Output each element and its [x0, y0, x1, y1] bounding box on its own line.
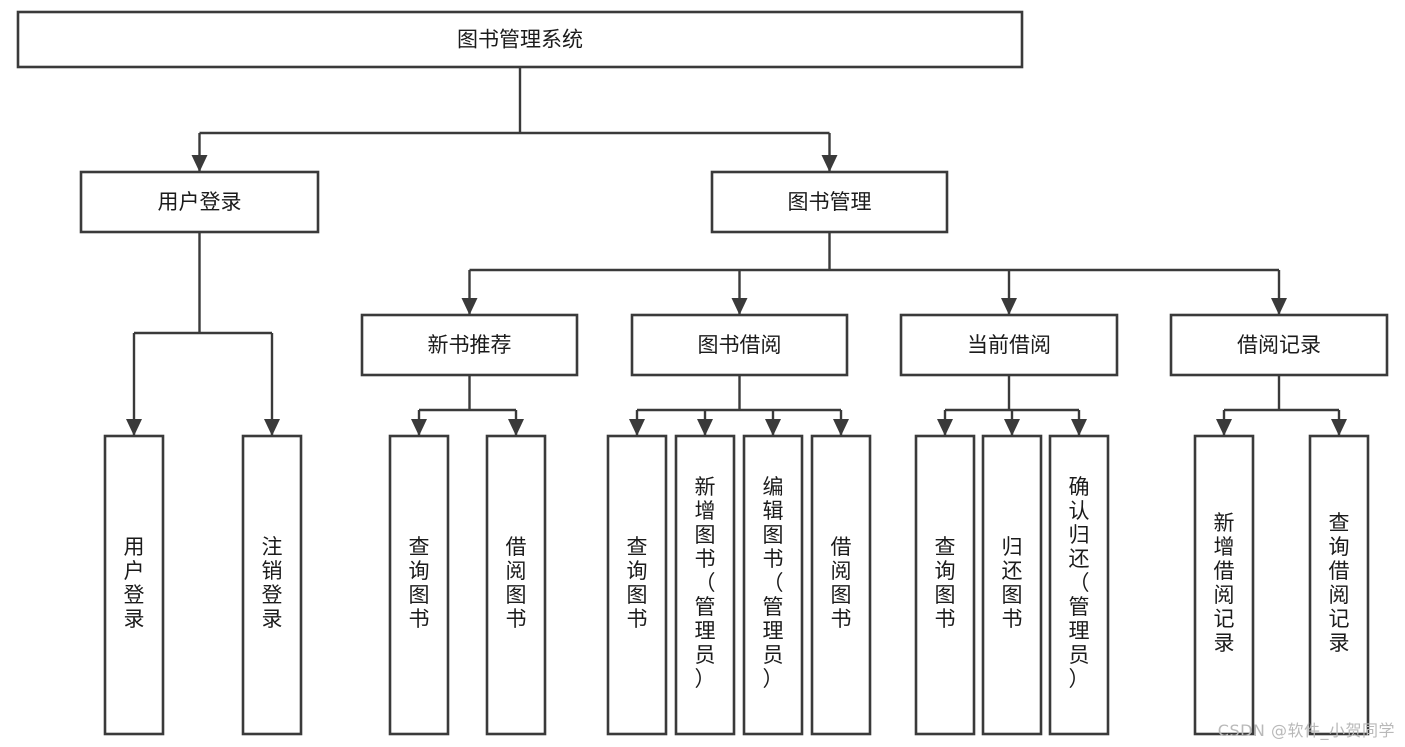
arrow-icon-leaf-query-book-1 — [411, 419, 427, 436]
node-label-leaf-add-book: 新增图书（管理员） — [695, 475, 716, 691]
node-leaf-add-book[interactable]: 新增图书（管理员） — [674, 434, 736, 736]
node-box-book-borrow — [630, 313, 849, 377]
node-label-leaf-query-record: 查询借阅记录 — [1329, 511, 1350, 655]
connectors-layer — [126, 67, 1347, 436]
node-label-leaf-edit-book: 编辑图书（管理员） — [763, 475, 784, 691]
arrow-icon-user-login — [191, 155, 208, 172]
node-label-root: 图书管理系统 — [457, 28, 583, 52]
node-box-leaf-query-record — [1308, 434, 1370, 736]
node-box-book-management — [710, 170, 949, 234]
arrow-icon-leaf-borrow-book-2 — [833, 419, 849, 436]
node-leaf-user-login[interactable]: 用户登录 — [103, 434, 165, 736]
node-label-book-borrow: 图书借阅 — [698, 333, 782, 357]
node-leaf-confirm-return[interactable]: 确认归还（管理员） — [1048, 434, 1110, 736]
node-leaf-query-book-1[interactable]: 查询图书 — [388, 434, 450, 736]
node-current-borrow[interactable]: 当前借阅 — [899, 313, 1119, 377]
node-box-current-borrow — [899, 313, 1119, 377]
node-label-leaf-borrow-book-2: 借阅图书 — [831, 535, 852, 631]
arrow-icon-leaf-add-book — [697, 419, 713, 436]
arrow-icon-leaf-confirm-return — [1071, 419, 1087, 436]
node-box-leaf-edit-book — [742, 434, 804, 736]
csdn-watermark: CSDN @软件_小贺同学 — [1217, 721, 1395, 740]
node-label-leaf-query-book-1: 查询图书 — [409, 535, 430, 631]
node-box-leaf-add-book — [674, 434, 736, 736]
arrow-icon-new-book-recommend — [461, 298, 478, 315]
arrow-icon-leaf-user-login — [126, 419, 142, 436]
arrow-icon-leaf-edit-book — [765, 419, 781, 436]
node-label-leaf-query-book-3: 查询图书 — [935, 535, 956, 631]
node-box-new-book-recommend — [360, 313, 579, 377]
node-book-borrow[interactable]: 图书借阅 — [630, 313, 849, 377]
node-book-management[interactable]: 图书管理 — [710, 170, 949, 234]
node-box-leaf-borrow-book-2 — [810, 434, 872, 736]
node-label-leaf-borrow-book-1: 借阅图书 — [506, 535, 527, 631]
arrow-icon-leaf-return-book — [1004, 419, 1020, 436]
node-new-book-recommend[interactable]: 新书推荐 — [360, 313, 579, 377]
node-box-user-login — [79, 170, 320, 234]
node-borrow-record[interactable]: 借阅记录 — [1169, 313, 1389, 377]
node-leaf-query-book-3[interactable]: 查询图书 — [914, 434, 976, 736]
node-box-leaf-logout — [241, 434, 303, 736]
node-leaf-borrow-book-1[interactable]: 借阅图书 — [485, 434, 547, 736]
arrow-icon-leaf-logout — [264, 419, 280, 436]
node-box-leaf-query-book-2 — [606, 434, 668, 736]
arrow-icon-leaf-query-book-2 — [629, 419, 645, 436]
arrow-icon-leaf-query-book-3 — [937, 419, 953, 436]
node-leaf-return-book[interactable]: 归还图书 — [981, 434, 1043, 736]
node-box-leaf-confirm-return — [1048, 434, 1110, 736]
node-box-leaf-query-book-1 — [388, 434, 450, 736]
node-label-current-borrow: 当前借阅 — [967, 333, 1051, 357]
node-label-book-management: 图书管理 — [788, 190, 872, 214]
node-label-borrow-record: 借阅记录 — [1237, 333, 1321, 357]
node-leaf-logout[interactable]: 注销登录 — [241, 434, 303, 736]
node-leaf-query-book-2[interactable]: 查询图书 — [606, 434, 668, 736]
node-label-leaf-confirm-return: 确认归还（管理员） — [1069, 475, 1090, 691]
node-leaf-edit-book[interactable]: 编辑图书（管理员） — [742, 434, 804, 736]
arrow-icon-leaf-add-record — [1216, 419, 1232, 436]
arrow-icon-book-management — [821, 155, 838, 172]
arrow-icon-borrow-record — [1271, 298, 1287, 315]
node-box-leaf-add-record — [1193, 434, 1255, 736]
node-box-leaf-user-login — [103, 434, 165, 736]
node-label-user-login: 用户登录 — [158, 190, 242, 214]
arrow-icon-book-borrow — [731, 298, 748, 315]
node-label-leaf-user-login: 用户登录 — [124, 535, 145, 631]
node-box-root — [16, 10, 1024, 69]
node-leaf-borrow-book-2[interactable]: 借阅图书 — [810, 434, 872, 736]
arrow-icon-leaf-borrow-book-1 — [508, 419, 524, 436]
node-label-leaf-add-record: 新增借阅记录 — [1214, 511, 1235, 655]
node-label-leaf-query-book-2: 查询图书 — [627, 535, 648, 631]
node-box-leaf-borrow-book-1 — [485, 434, 547, 736]
arrow-icon-leaf-query-record — [1331, 419, 1347, 436]
node-user-login[interactable]: 用户登录 — [79, 170, 320, 234]
node-leaf-add-record[interactable]: 新增借阅记录 — [1193, 434, 1255, 736]
node-box-borrow-record — [1169, 313, 1389, 377]
node-label-leaf-logout: 注销登录 — [262, 535, 283, 631]
node-box-leaf-return-book — [981, 434, 1043, 736]
nodes-layer: 图书管理系统用户登录图书管理新书推荐图书借阅当前借阅借阅记录用户登录注销登录查询… — [16, 10, 1389, 736]
node-label-leaf-return-book: 归还图书 — [1002, 535, 1023, 631]
node-leaf-query-record[interactable]: 查询借阅记录 — [1308, 434, 1370, 736]
node-label-new-book-recommend: 新书推荐 — [428, 333, 512, 357]
arrow-icon-current-borrow — [1001, 298, 1017, 315]
node-root[interactable]: 图书管理系统 — [16, 10, 1024, 69]
node-box-leaf-query-book-3 — [914, 434, 976, 736]
